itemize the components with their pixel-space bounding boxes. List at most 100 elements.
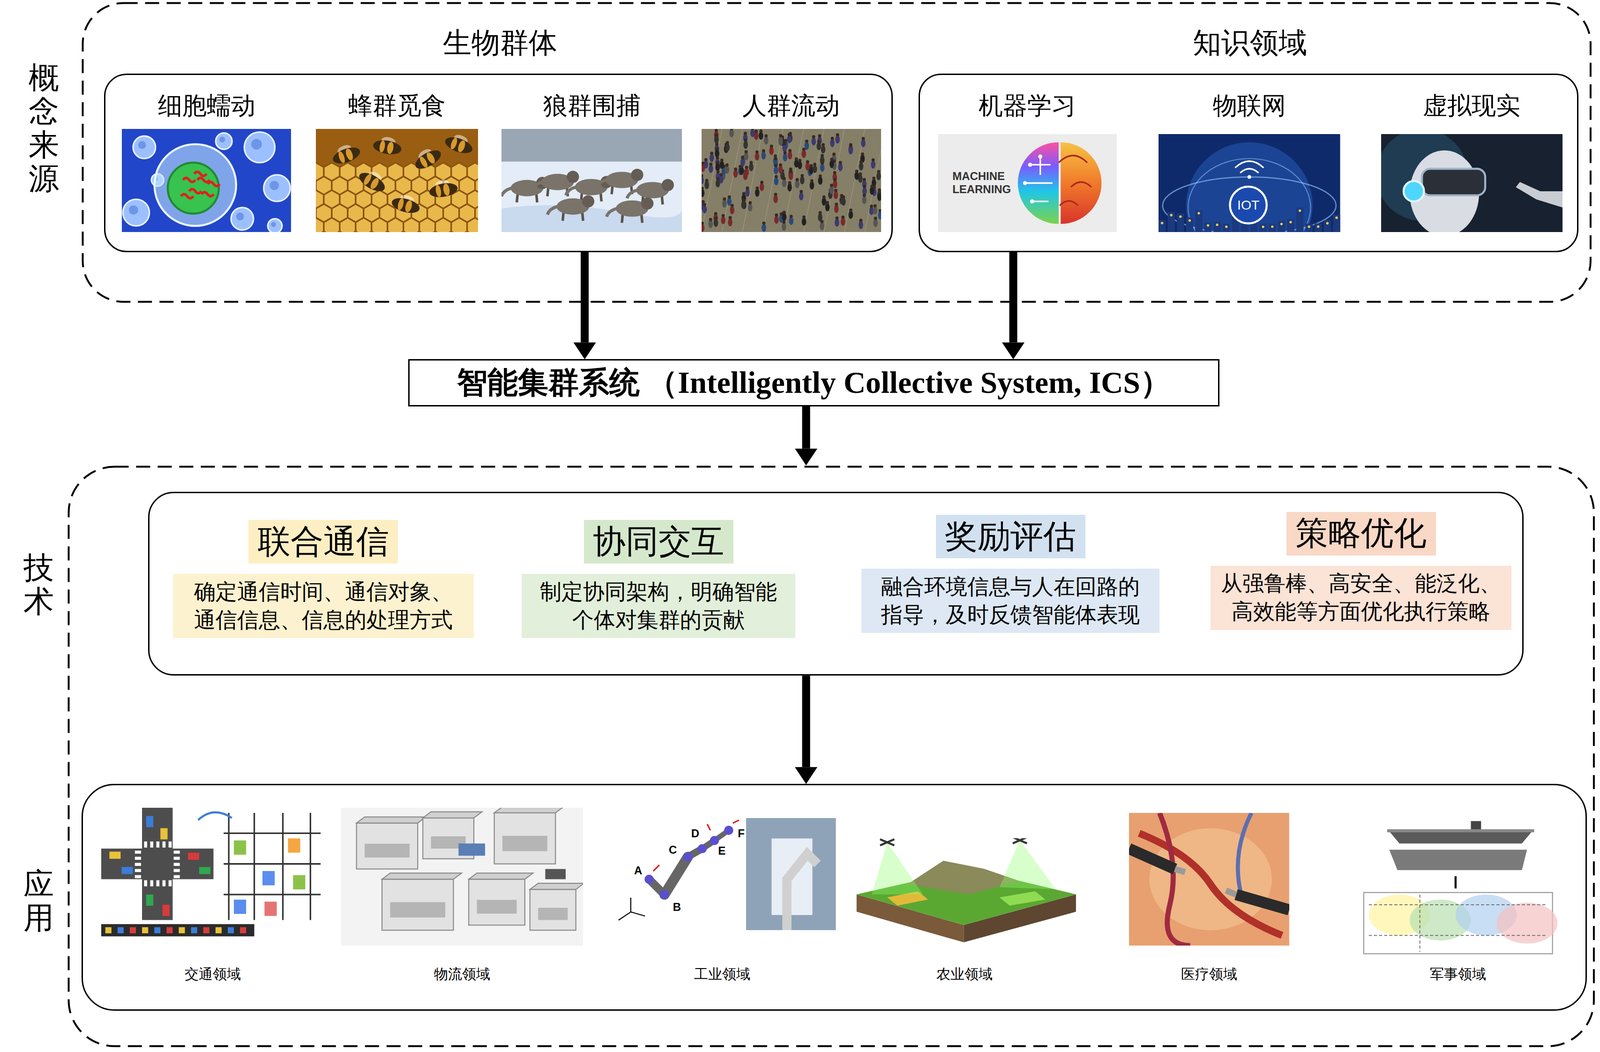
illustration-part bbox=[179, 927, 186, 934]
illustration-part bbox=[538, 907, 568, 920]
illustration-part bbox=[702, 202, 707, 207]
illustration-part bbox=[869, 204, 874, 209]
illustration-part bbox=[315, 128, 479, 232]
illustration-part bbox=[839, 195, 845, 204]
illustration-part bbox=[477, 899, 517, 914]
application-label: 医疗领域 bbox=[1128, 965, 1290, 983]
illustration-part bbox=[801, 149, 807, 158]
illustration-part bbox=[1454, 875, 1457, 889]
illustration-part bbox=[1206, 224, 1210, 227]
illustration-part bbox=[1368, 894, 1548, 952]
illustration-part bbox=[870, 160, 876, 169]
application-label: 军事领域 bbox=[1358, 965, 1558, 983]
illustration-part bbox=[794, 157, 798, 161]
illustration-part bbox=[787, 151, 793, 160]
illustration-part bbox=[834, 188, 838, 193]
illustration-part bbox=[816, 142, 822, 150]
illustration-part bbox=[871, 158, 875, 162]
illustration-part bbox=[864, 128, 882, 232]
illustration-part bbox=[721, 128, 743, 232]
illustration-part bbox=[156, 880, 160, 887]
illustration-part bbox=[709, 162, 713, 166]
illustration-part bbox=[134, 862, 142, 867]
illustration-part bbox=[744, 149, 748, 154]
illustration-part bbox=[1323, 220, 1331, 232]
iot-illustration bbox=[1158, 134, 1341, 232]
illustration-part bbox=[363, 231, 380, 232]
illustration-part bbox=[859, 160, 863, 164]
illustration-part bbox=[784, 138, 788, 143]
illustration-part bbox=[704, 180, 710, 189]
illustration-part bbox=[722, 199, 727, 208]
illustration-part bbox=[121, 866, 134, 874]
illustration-part bbox=[144, 841, 148, 848]
illustration-part bbox=[644, 874, 655, 884]
illustration-part bbox=[848, 146, 853, 155]
technique-title: 联合通信 bbox=[248, 519, 398, 564]
illustration-part bbox=[1158, 219, 1166, 232]
illustration-part bbox=[769, 144, 773, 149]
illustration-part bbox=[787, 181, 792, 185]
illustration-part bbox=[142, 927, 149, 934]
illustration-part bbox=[704, 179, 709, 183]
illustration-part bbox=[873, 216, 877, 220]
illustration-part bbox=[714, 128, 718, 133]
illustration-part bbox=[835, 133, 839, 137]
illustration-part bbox=[315, 231, 332, 232]
illustration-part bbox=[798, 192, 804, 201]
illustration-part bbox=[820, 145, 826, 154]
illustration-part bbox=[501, 187, 512, 196]
illustration-part bbox=[740, 156, 745, 160]
group-box: 知识领域机器学习MACHINE LEARNING物联网IOT虚拟现实 bbox=[918, 73, 1579, 253]
illustration-part bbox=[880, 839, 895, 846]
joint-label: F bbox=[736, 826, 747, 840]
illustration-part bbox=[801, 147, 806, 151]
illustration-part bbox=[777, 165, 783, 174]
illustration-part bbox=[253, 812, 255, 920]
illustration-part bbox=[739, 166, 744, 175]
illustration-part bbox=[800, 173, 804, 178]
illustration-part bbox=[773, 159, 778, 168]
illustration-part bbox=[729, 129, 734, 138]
illustration-part bbox=[154, 144, 237, 226]
section-label: 应用 bbox=[23, 867, 54, 935]
illustration-part bbox=[740, 200, 746, 209]
illustration-part bbox=[862, 178, 866, 182]
illustration-part bbox=[173, 868, 180, 873]
illustration-part bbox=[755, 186, 759, 190]
illustration-part bbox=[450, 217, 467, 232]
application-label: 物流领域 bbox=[341, 965, 584, 983]
illustration-part bbox=[761, 223, 767, 232]
illustration-part bbox=[501, 128, 682, 232]
illustration-part bbox=[372, 138, 403, 157]
illustration-part bbox=[789, 169, 793, 173]
illustration-part bbox=[714, 135, 719, 144]
illustration-part bbox=[427, 181, 459, 200]
illustration-part bbox=[848, 208, 853, 212]
medical-illustration bbox=[1128, 812, 1290, 946]
item-tile: 虚拟现实 bbox=[1381, 91, 1563, 235]
illustration-part bbox=[701, 186, 704, 191]
item-tile: 物联网IOT bbox=[1158, 91, 1341, 235]
illustration-part bbox=[732, 819, 740, 823]
illustration-part bbox=[773, 165, 779, 174]
illustration-part bbox=[411, 231, 427, 232]
illustration-part bbox=[838, 160, 842, 165]
illustration-part bbox=[1197, 211, 1200, 215]
illustration-part bbox=[1179, 215, 1182, 218]
illustration-part bbox=[783, 151, 787, 155]
item-tile: 狼群围捕 bbox=[501, 91, 682, 235]
illustration-part bbox=[1234, 161, 1264, 168]
illustration-part bbox=[343, 147, 354, 162]
illustration-part bbox=[761, 151, 766, 160]
illustration-part bbox=[722, 197, 726, 201]
item-label: 狼群围捕 bbox=[501, 91, 682, 120]
illustration-part bbox=[199, 866, 211, 874]
illustration-part bbox=[288, 837, 301, 853]
illustration-part bbox=[427, 177, 459, 200]
illustration-part bbox=[458, 231, 475, 232]
illustration-part bbox=[468, 872, 533, 879]
illustration-part bbox=[426, 231, 443, 232]
joint-label: A bbox=[633, 863, 644, 877]
illustration-part bbox=[191, 927, 198, 934]
